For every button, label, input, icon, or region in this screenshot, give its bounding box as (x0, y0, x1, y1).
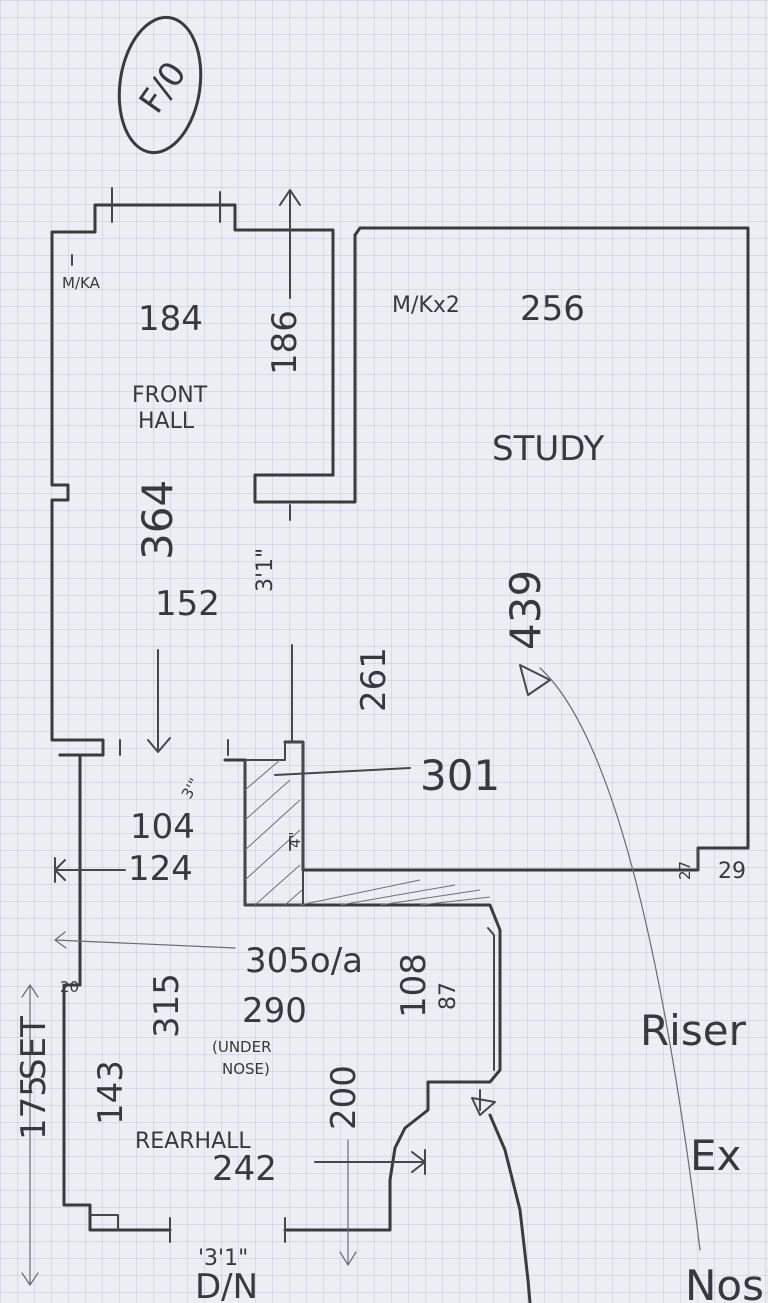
riser-arrow (519, 664, 551, 696)
leader-301 (274, 767, 411, 776)
hatch-lines (244, 759, 491, 906)
lobby-door: 3'" (178, 775, 204, 802)
study-mk: M/Kx2 (392, 293, 460, 318)
front-hall-lower: 152 (155, 584, 220, 624)
rear-hall-315: 315 (147, 973, 187, 1038)
dim-arrow-242 (314, 1149, 426, 1175)
study-width: 256 (520, 289, 585, 329)
hatched-wall (244, 741, 304, 906)
note-ex: Ex (690, 1131, 741, 1180)
front-hall-left-wall (58, 753, 172, 1232)
rear-hall-name: REARHALL (135, 1129, 251, 1154)
rear-door-sub: D/N (195, 1267, 258, 1303)
lobby-small: 4" (286, 832, 304, 848)
rear-hall-side: 175 (14, 1075, 54, 1140)
circle-label: F/0 (132, 55, 195, 121)
stair-108: 108 (394, 953, 434, 1018)
rear-hall-overall: 305o/a (245, 941, 363, 981)
lobby-a: 104 (130, 807, 195, 847)
circle-mark (117, 15, 203, 155)
lobby-b: 124 (128, 849, 193, 889)
rear-hall-200: 200 (324, 1065, 364, 1130)
study-inner: 261 (354, 647, 394, 712)
rear-hall-242: 242 (212, 1149, 277, 1189)
dim-arrow-186 (279, 189, 301, 299)
rear-hall-20: 20 (60, 978, 79, 996)
rear-hall-143: 143 (91, 1060, 131, 1125)
dim-arrow-305 (54, 931, 236, 949)
front-hall-name-2: HALL (138, 409, 195, 434)
study-corner-a: 27 (676, 861, 694, 880)
study-corner-b: 29 (718, 859, 746, 884)
tick-marks (71, 187, 291, 851)
study-name: STUDY (492, 429, 605, 469)
door-ticks (89, 1214, 286, 1243)
stair-87: 87 (436, 982, 461, 1010)
study-wall-ref: 301 (420, 751, 500, 800)
study-depth: 439 (501, 570, 550, 650)
rear-hall-290: 290 (242, 991, 307, 1031)
stair-nose (487, 927, 495, 1071)
rear-hall-under: (UNDER (212, 1038, 272, 1056)
front-hall-height: 186 (265, 310, 305, 375)
front-hall-mk: M/KA (62, 274, 101, 292)
dim-arrow-200 (339, 1139, 357, 1267)
front-hall-length: 364 (133, 480, 182, 560)
front-hall-name-1: FRONT (132, 383, 208, 408)
rear-hall-nose: NOSE) (222, 1060, 270, 1078)
note-nosing: Nosi (685, 1261, 768, 1303)
rear-hall-side-unit: SET (14, 1016, 54, 1080)
front-hall-door: 3'1" (253, 548, 278, 592)
dim-arrow-175 (21, 983, 39, 1287)
front-hall-width: 184 (138, 299, 203, 339)
dim-arrow-124 (54, 857, 126, 883)
rear-door: '3'1" (198, 1246, 248, 1271)
dim-arrow-152 (147, 649, 171, 753)
stair-leader (488, 1113, 532, 1303)
stair-arrow-1 (471, 1089, 496, 1116)
nosing-leader (539, 667, 701, 1251)
front-hall-wall (50, 203, 750, 872)
note-riser: Riser (640, 1006, 747, 1055)
